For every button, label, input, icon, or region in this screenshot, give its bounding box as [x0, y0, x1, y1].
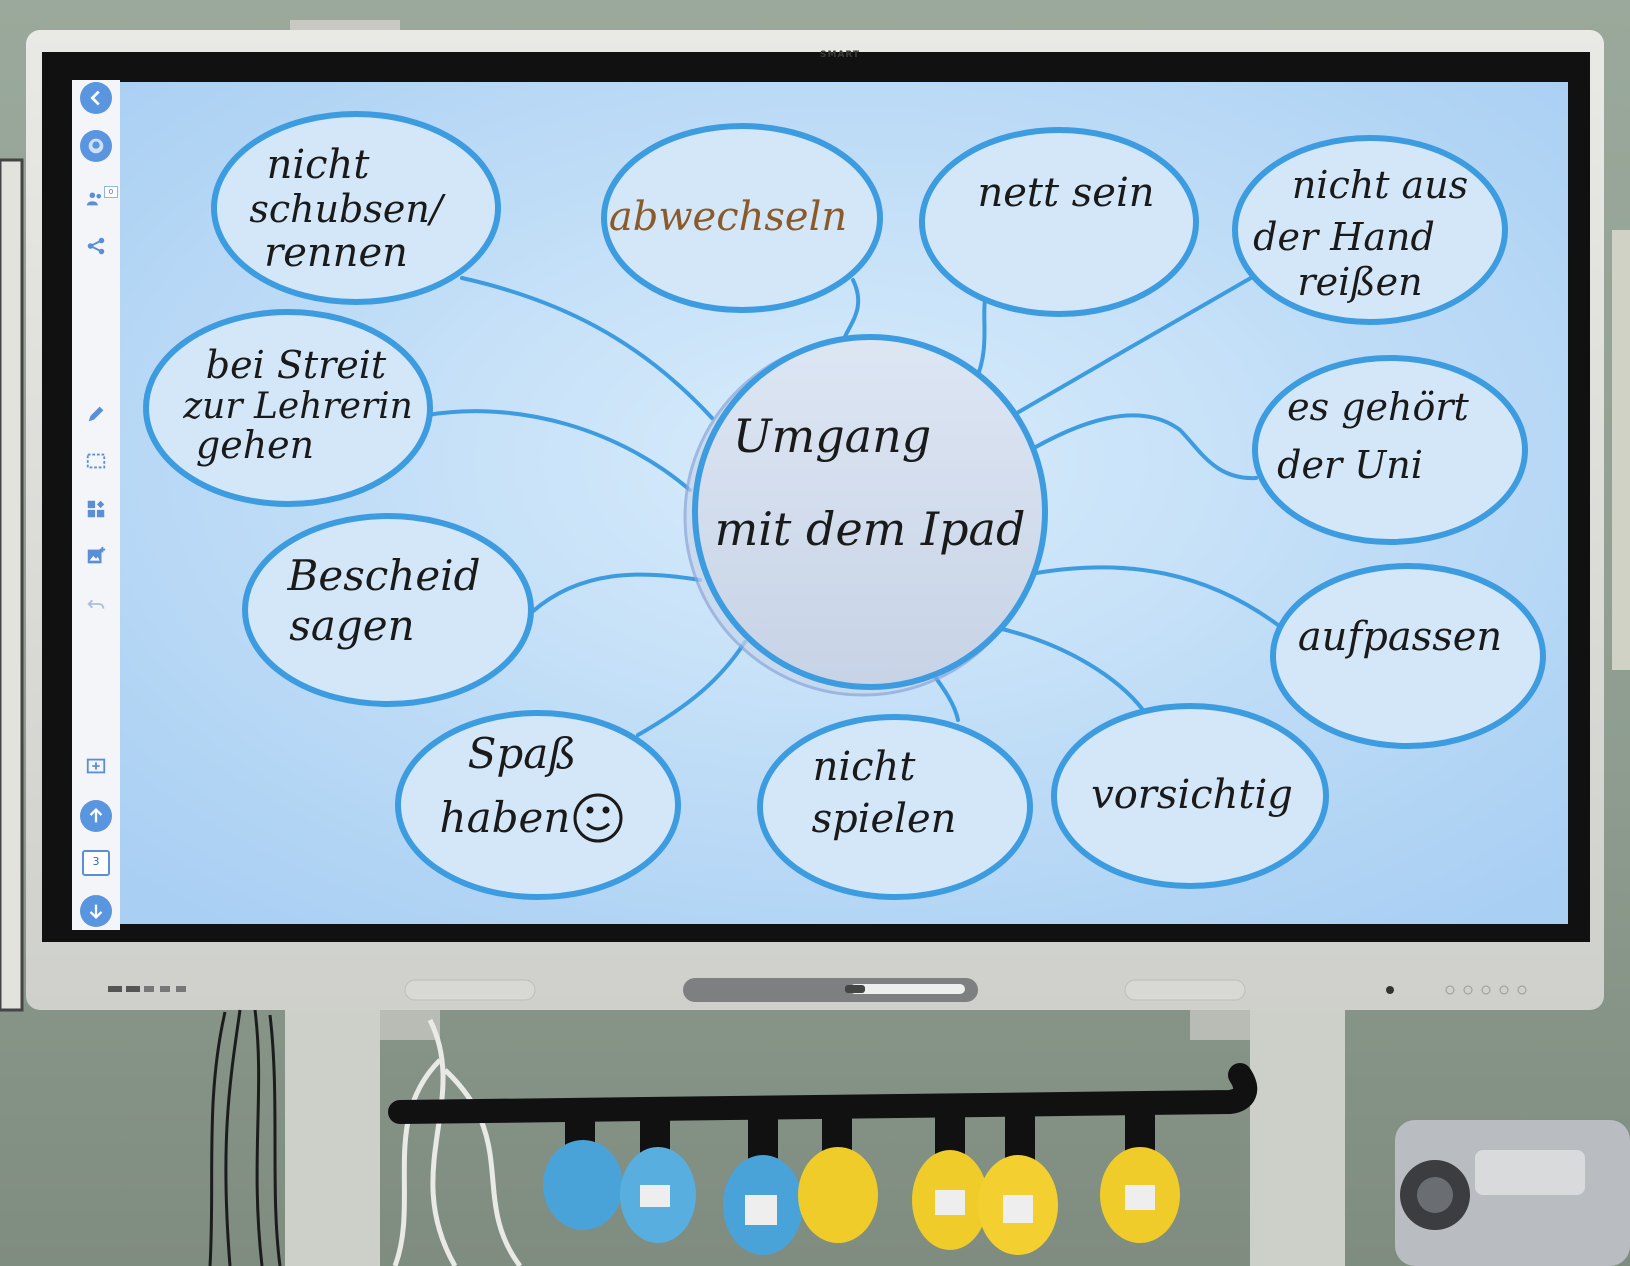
bubble-vorsichtig-line-1: vorsichtig	[1091, 772, 1293, 818]
front-ports	[108, 986, 186, 992]
share-icon[interactable]	[80, 230, 112, 262]
bubble-schubsen-line-1: nicht	[267, 142, 371, 188]
bubble-spass-line-2: haben	[440, 793, 571, 842]
stand-column-right	[1190, 1010, 1250, 1040]
earmuffs	[543, 1100, 1180, 1255]
bubble-streit-line-1: bei Streit	[206, 343, 387, 387]
mindmap: Umgang mit dem Ipad nicht schubsen/ renn…	[143, 111, 1546, 900]
page-up-icon[interactable]	[80, 800, 112, 832]
back-arrow-icon[interactable]	[80, 82, 112, 114]
earmuff-blue-2	[620, 1100, 696, 1243]
select-icon[interactable]	[80, 445, 112, 477]
bubble-reissen-line-1: nicht aus	[1292, 163, 1468, 207]
earmuff-yellow-1	[798, 1100, 878, 1243]
bubble-schubsen-line-3: rennen	[264, 230, 408, 276]
power-button[interactable]	[1386, 986, 1394, 994]
bubble-bescheid-line-1: Bescheid	[286, 551, 480, 600]
add-page-icon[interactable]	[80, 750, 112, 782]
earmuff-blue-1	[543, 1100, 623, 1230]
bubble-uni: es gehört der Uni	[1252, 355, 1528, 545]
bubble-schubsen: nicht schubsen/ rennen	[211, 111, 501, 305]
toolbar-strip	[72, 80, 120, 930]
earmuff-yellow-4	[1100, 1100, 1180, 1243]
cd-player	[1395, 1120, 1630, 1266]
earmuff-blue-3	[723, 1100, 803, 1255]
bubble-nett-line-1: nett sein	[977, 170, 1154, 216]
connectors	[426, 273, 1280, 737]
front-buttons	[1445, 985, 1527, 995]
center-line-1: Umgang	[733, 409, 931, 463]
undo-icon[interactable]	[80, 588, 112, 620]
bubble-aufpassen-line-1: aufpassen	[1298, 614, 1502, 660]
bubble-streit-line-3: gehen	[196, 423, 314, 467]
bubble-bescheid: Bescheid sagen	[242, 513, 534, 707]
bubble-streit: bei Streit zur Lehrerin gehen	[143, 309, 433, 507]
center-node: Umgang mit dem Ipad	[683, 334, 1048, 697]
bubble-spielen-line-2: spielen	[812, 796, 957, 842]
widgets-icon[interactable]	[80, 493, 112, 525]
stand-leg-left	[285, 1010, 380, 1266]
bubble-spass: Spaß haben	[395, 710, 681, 900]
center-line-2: mit dem Ipad	[715, 502, 1026, 556]
bubble-abwechseln: abwechseln	[601, 123, 883, 313]
bubble-streit-line-2: zur Lehrerin	[182, 386, 413, 427]
add-image-icon[interactable]	[80, 540, 112, 572]
bubble-spass-line-1: Spaß	[468, 729, 577, 778]
bubble-bescheid-line-2: sagen	[289, 601, 414, 650]
smiley-icon	[573, 793, 623, 843]
earmuff-yellow-3	[978, 1100, 1058, 1255]
pen-tip	[845, 985, 865, 993]
participants-icon[interactable]	[80, 182, 112, 214]
side-whiteboard	[0, 158, 24, 1012]
pages-icon[interactable]: 3	[82, 850, 110, 876]
bubble-vorsichtig: vorsichtig	[1051, 703, 1329, 889]
bubble-schubsen-line-2: schubsen/	[249, 187, 446, 231]
smart-logo: SMART	[820, 50, 861, 60]
earmuff-yellow-2	[912, 1100, 988, 1250]
page-down-icon[interactable]	[80, 895, 112, 927]
speaker-right	[1124, 979, 1246, 1001]
bubble-uni-line-1: es gehört	[1287, 385, 1469, 429]
cables	[208, 1009, 282, 1266]
bubble-uni-line-2: der Uni	[1277, 443, 1423, 487]
wall-poster	[1612, 230, 1630, 670]
stand-leg-right	[1250, 1010, 1345, 1266]
bubble-reissen-line-3: reißen	[1297, 260, 1422, 304]
bubble-abwechseln-line-1: abwechseln	[609, 194, 847, 240]
earmuff-rail	[388, 1063, 1258, 1124]
bubble-nett: nett sein	[919, 127, 1199, 317]
bubble-reissen-line-2: der Hand	[1253, 215, 1435, 259]
bubble-aufpassen: aufpassen	[1270, 563, 1546, 749]
pen-icon[interactable]	[80, 398, 112, 430]
speaker-left	[404, 979, 536, 1001]
white-cables	[392, 1018, 522, 1266]
participants-count: 0	[104, 186, 118, 198]
bubble-spielen: nicht spielen	[757, 714, 1033, 900]
avatar-icon[interactable]	[80, 130, 112, 162]
pen-icon	[850, 984, 965, 994]
bubble-reissen: nicht aus der Hand reißen	[1232, 135, 1508, 325]
bubble-spielen-line-1: nicht	[813, 744, 917, 790]
